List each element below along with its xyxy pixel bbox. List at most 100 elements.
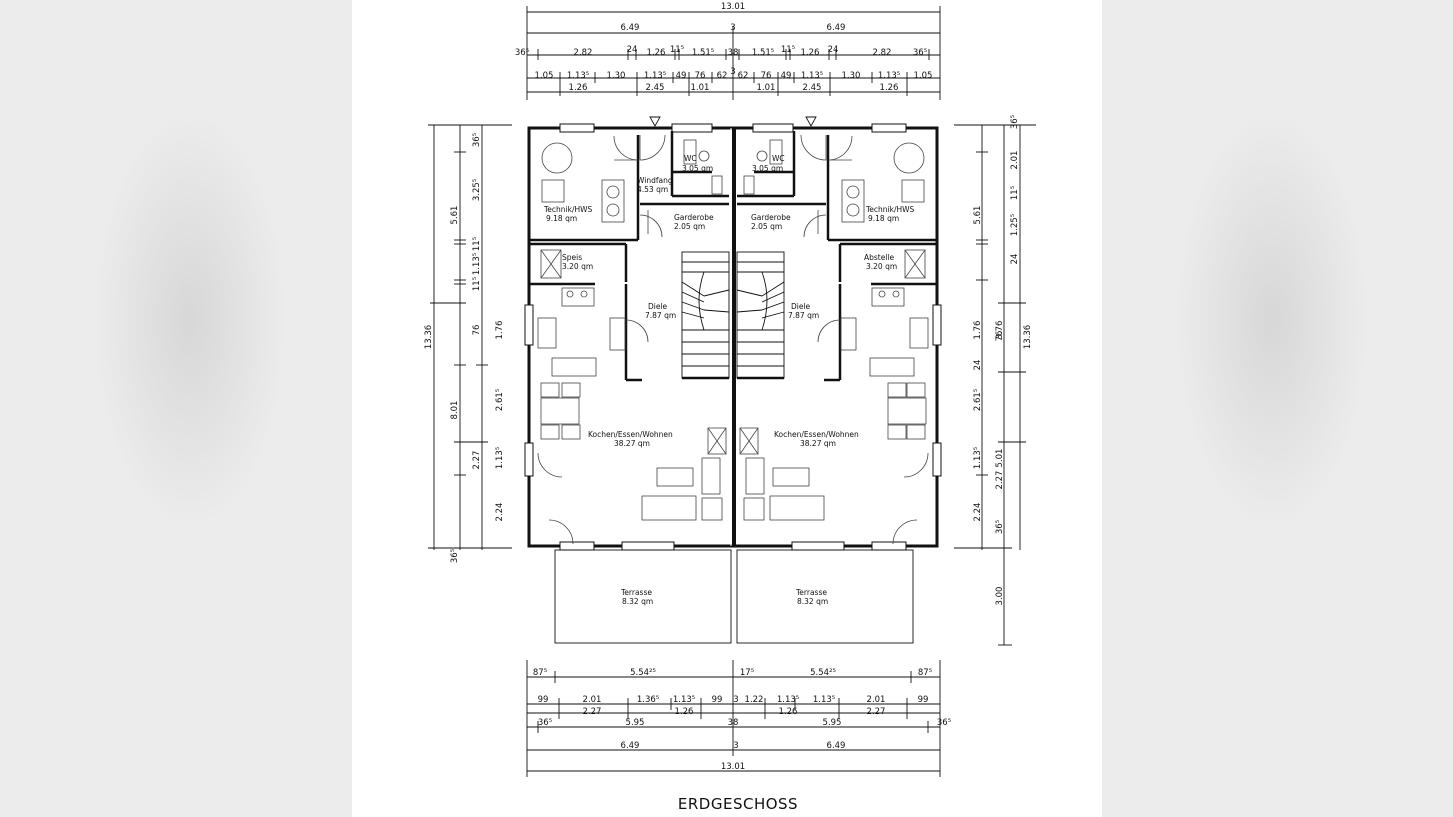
dim-label: 2.61⁵	[973, 389, 983, 411]
dim-label: 1.13⁵	[567, 71, 589, 81]
dim-label: 11⁵	[472, 277, 482, 291]
room-name-diele: Diele	[648, 302, 668, 311]
dim-total-width-bottom: 13.01	[721, 762, 745, 772]
dim-label: 2.45	[803, 83, 822, 93]
dim-label: 99	[538, 695, 549, 705]
room-area-garderobe: 2.05 qm	[751, 222, 782, 231]
right-dimension-labels: 13.36 5.61 3.76 5.01 3.00 36⁵ 2.01 11⁵ 1…	[973, 115, 1033, 606]
blurred-background-left	[0, 0, 352, 817]
dim-label: 36⁵	[515, 48, 529, 58]
dim-label: 6.49	[621, 23, 640, 33]
room-name-kochen: Kochen/Essen/Wohnen	[588, 430, 673, 439]
dim-label: 3	[733, 695, 738, 705]
right-dimension-chains	[954, 124, 1036, 646]
dim-label: 5.61	[973, 206, 983, 225]
dim-label: 1.25⁵	[1010, 214, 1020, 236]
staircase-right	[736, 251, 785, 379]
dim-label: 62	[717, 71, 728, 81]
dim-label: 1.05	[535, 71, 554, 81]
dim-label: 24	[973, 360, 983, 371]
dim-label: 1.13⁵	[813, 695, 835, 705]
dim-label: 11⁵	[472, 237, 482, 251]
dim-label: 24	[828, 45, 839, 55]
dim-label: 5.54²⁵	[630, 668, 656, 678]
dim-label: 1.30	[842, 71, 861, 81]
dim-label: 1.13⁵	[472, 253, 482, 275]
dim-label: 2.27	[867, 707, 886, 717]
room-name-terrasse: Terrasse	[620, 588, 652, 597]
room-name-windfang: Windfang	[637, 176, 673, 185]
dim-label: 3	[730, 23, 735, 33]
dim-label: 99	[712, 695, 723, 705]
dim-label: 3.00	[995, 587, 1005, 606]
dim-label: 11⁵	[1010, 186, 1020, 200]
drawing-title: ERDGESCHOSS	[678, 795, 798, 813]
room-labels-left: WC 3.05 qm Windfang 4.53 qm Technik/HWS …	[543, 154, 714, 606]
dim-label: 1.13⁵	[878, 71, 900, 81]
dim-label: 3	[733, 741, 738, 751]
room-name-diele: Diele	[791, 302, 811, 311]
dim-label: 1.13⁵	[495, 447, 505, 469]
room-name-technik: Technik/HWS	[543, 205, 593, 214]
room-area-kochen: 38.27 qm	[614, 439, 650, 448]
dim-label: 36⁵	[538, 718, 552, 728]
dim-total-width: 13.01	[721, 2, 745, 12]
dim-label: 1.13⁵	[777, 695, 799, 705]
room-area-wc: 3.05 qm	[682, 164, 713, 173]
dim-label: 87⁵	[533, 668, 547, 678]
dim-label: 1.13⁵	[801, 71, 823, 81]
dim-label: 76	[995, 331, 1005, 342]
room-area-terrasse: 8.32 qm	[622, 597, 653, 606]
dim-label: 2.27	[995, 471, 1005, 490]
dim-label: 36⁵	[472, 133, 482, 147]
dim-label: 1.76	[973, 321, 983, 340]
dim-label: 76	[472, 325, 482, 336]
dim-label: 2.27	[583, 707, 602, 717]
dim-label: 2.01	[583, 695, 602, 705]
left-dimension-labels: 13.36 5.61 8.01 36⁵ 3.25⁵ 11⁵ 1.13⁵ 11⁵ …	[424, 133, 505, 563]
dim-label: 2.24	[973, 503, 983, 522]
dim-label: 11⁵	[781, 45, 795, 55]
dim-label: 5.95	[823, 718, 842, 728]
dim-label: 11⁵	[670, 45, 684, 55]
room-name-garderobe: Garderobe	[674, 213, 714, 222]
dim-label: 6.49	[621, 741, 640, 751]
dim-label: 2.45	[646, 83, 665, 93]
dim-label: 1.22	[745, 695, 764, 705]
blurred-background-right	[1102, 0, 1453, 817]
dim-label: 2.27	[472, 451, 482, 470]
fixtures-left	[537, 139, 727, 521]
dim-label: 36⁵	[1010, 115, 1020, 129]
dim-label: 6.49	[827, 741, 846, 751]
bottom-dimension-labels: 87⁵ 5.54²⁵ 17⁵ 5.54²⁵ 87⁵ 99 2.01 1.36⁵ …	[533, 668, 951, 772]
room-area-technik: 9.18 qm	[868, 214, 899, 223]
dim-label: 36⁵	[937, 718, 951, 728]
dim-label: 1.26	[675, 707, 694, 717]
room-area-windfang: 4.53 qm	[637, 185, 668, 194]
exterior-walls	[527, 126, 939, 548]
entrance-arrows	[649, 116, 817, 127]
dim-label: 2.82	[574, 48, 593, 58]
dim-label: 36⁵	[913, 48, 927, 58]
dim-label: 2.82	[873, 48, 892, 58]
dim-label: 1.26	[801, 48, 820, 58]
room-name-garderobe: Garderobe	[751, 213, 791, 222]
room-name-wc: WC	[684, 154, 697, 163]
dim-label: 1.05	[914, 71, 933, 81]
dim-label: 24	[627, 45, 638, 55]
floor-plan-drawing: 13.01 6.49 3 6.49 36⁵ 2.82 24 1.26 11⁵ 1…	[424, 2, 1036, 813]
room-area-diele: 7.87 qm	[645, 311, 676, 320]
room-area-garderobe: 2.05 qm	[674, 222, 705, 231]
dim-label: 49	[781, 71, 792, 81]
room-name-speis: Speis	[562, 253, 582, 262]
dim-total-depth: 13.36	[424, 325, 434, 349]
dim-label: 3.25⁵	[472, 179, 482, 201]
dim-label: 36⁵	[995, 520, 1005, 534]
top-dimension-ticks	[537, 49, 930, 96]
dim-label: 62	[738, 71, 749, 81]
floor-plan-sheet: 13.01 6.49 3 6.49 36⁵ 2.82 24 1.26 11⁵ 1…	[352, 0, 1102, 817]
dim-label: 6.49	[827, 23, 846, 33]
room-name-technik: Technik/HWS	[865, 205, 915, 214]
dim-label: 1.51⁵	[752, 48, 774, 58]
room-name-abstelle: Abstelle	[864, 253, 895, 262]
